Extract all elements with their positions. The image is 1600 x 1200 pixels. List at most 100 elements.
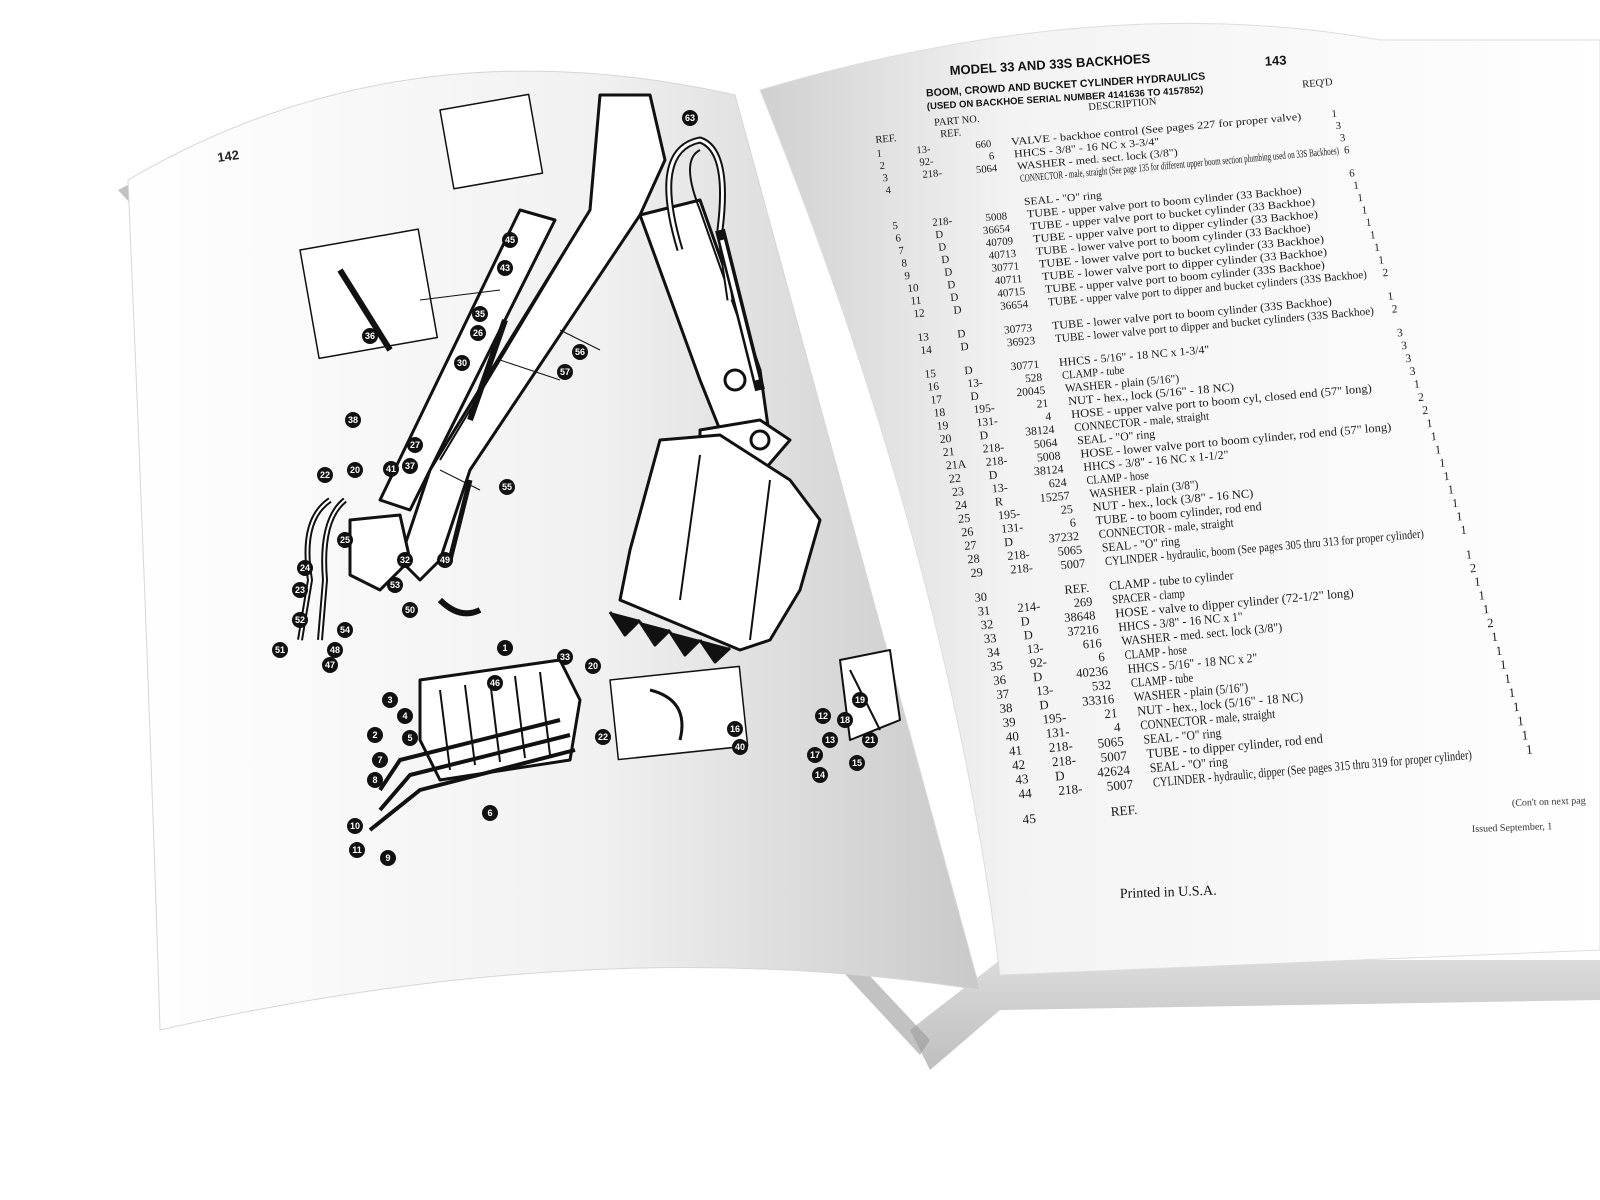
row-ref: 44 (1018, 785, 1033, 801)
row-part-prefix: D (1020, 614, 1030, 629)
row-qty: 1 (1434, 442, 1441, 456)
row-part-prefix: D (950, 292, 959, 305)
row-qty: 1 (1378, 254, 1385, 266)
callout-4: 4 (397, 708, 413, 724)
row-qty: 2 (1391, 303, 1398, 315)
row-qty: 1 (1357, 192, 1363, 204)
row-qty: 1 (1361, 204, 1367, 216)
row-ref: 42 (1012, 757, 1026, 773)
row-part-prefix: 131- (1000, 520, 1023, 536)
row-part-prefix: 13- (991, 480, 1008, 495)
callout-36: 36 (362, 328, 378, 344)
svg-text:26: 26 (473, 328, 483, 338)
svg-text:2: 2 (372, 730, 377, 740)
row-qty: 1 (1374, 242, 1381, 254)
row-ref: 2 (879, 161, 885, 172)
svg-text:30: 30 (457, 358, 467, 368)
row-part-prefix: 195- (997, 506, 1020, 522)
row-qty: 1 (1365, 217, 1372, 229)
row-part-number: 40709 (985, 235, 1013, 249)
svg-text:46: 46 (490, 678, 500, 688)
row-part-number: 660 (975, 139, 992, 151)
row-qty: 1 (1525, 742, 1533, 758)
callout-9: 9 (380, 850, 396, 866)
row-part-number: 40713 (988, 248, 1017, 262)
callout-8: 8 (367, 772, 383, 788)
svg-text:10: 10 (350, 821, 360, 831)
row-ref: 26 (961, 524, 974, 539)
svg-text:63: 63 (685, 113, 695, 123)
row-ref: 33 (983, 631, 997, 646)
row-ref: 17 (930, 394, 943, 407)
callout-19: 19 (852, 692, 868, 708)
row-ref: 31 (977, 603, 991, 618)
row-ref: 9 (904, 270, 911, 282)
row-part-prefix: 92- (1029, 655, 1047, 670)
row-part-number: 37216 (1067, 622, 1099, 639)
callout-13: 13 (822, 732, 838, 748)
row-ref: 40 (1005, 728, 1019, 744)
row-part-number: 30773 (1004, 322, 1033, 336)
row-ref: 6 (895, 232, 902, 244)
callout-1: 1 (497, 640, 513, 656)
svg-text:57: 57 (560, 367, 570, 377)
callout-35: 35 (472, 306, 488, 322)
row-part-prefix: 218- (985, 453, 1008, 469)
row-part-prefix: D (964, 365, 973, 378)
col-header-part-ref: REF. (940, 128, 962, 141)
row-part-number: 4 (1045, 410, 1052, 423)
row-part-number: 15257 (1039, 488, 1070, 505)
svg-text:18: 18 (840, 715, 850, 725)
right-page-number: 143 (1264, 52, 1287, 68)
row-part-number: REF. (1064, 581, 1090, 597)
callout-14: 14 (812, 767, 828, 783)
row-ref: 16 (927, 381, 940, 394)
row-qty: 2 (1487, 616, 1495, 630)
svg-text:21: 21 (865, 735, 875, 745)
row-description: SEAL - "O" ring (1149, 754, 1228, 776)
row-qty: 1 (1456, 509, 1463, 523)
col-header-ref: REF. (875, 133, 897, 146)
row-part-prefix: D (1004, 535, 1014, 550)
continued-note: (Con't on next pag (1512, 795, 1586, 809)
row-part-number: 36923 (1006, 335, 1036, 349)
svg-text:20: 20 (350, 465, 360, 475)
row-qty: 6 (1349, 167, 1356, 179)
callout-21: 21 (862, 732, 878, 748)
row-part-prefix: 13- (916, 144, 931, 156)
callout-17: 17 (807, 747, 823, 763)
svg-text:51: 51 (275, 645, 285, 655)
callout-26: 26 (470, 325, 486, 341)
row-part-number: 30771 (1010, 359, 1040, 373)
svg-text:35: 35 (475, 309, 485, 319)
svg-text:25: 25 (340, 535, 350, 545)
svg-text:47: 47 (325, 660, 335, 670)
row-part-number: 37232 (1048, 529, 1080, 546)
callout-22: 22 (595, 729, 611, 745)
svg-text:41: 41 (386, 464, 396, 474)
row-ref: 22 (948, 471, 961, 486)
row-ref: 36 (993, 673, 1007, 688)
svg-text:56: 56 (575, 347, 585, 357)
row-qty: 1 (1478, 588, 1485, 602)
callout-57: 57 (557, 364, 573, 380)
row-ref: 19 (936, 419, 949, 433)
callout-51: 51 (272, 642, 288, 658)
row-part-number: 38124 (1025, 423, 1055, 439)
row-part-prefix: 195- (973, 401, 995, 416)
row-ref: 38 (999, 701, 1013, 716)
row-part-prefix: D (941, 254, 950, 267)
callout-37: 37 (402, 458, 418, 474)
row-ref: 14 (920, 344, 933, 357)
row-ref: 34 (986, 645, 1000, 660)
col-header-part-no: PART NO. (934, 114, 980, 129)
row-part-prefix: 13- (967, 377, 983, 390)
row-qty: 1 (1495, 644, 1503, 659)
svg-text:40: 40 (735, 742, 745, 752)
row-description: SPACER - clamp (1112, 586, 1186, 606)
